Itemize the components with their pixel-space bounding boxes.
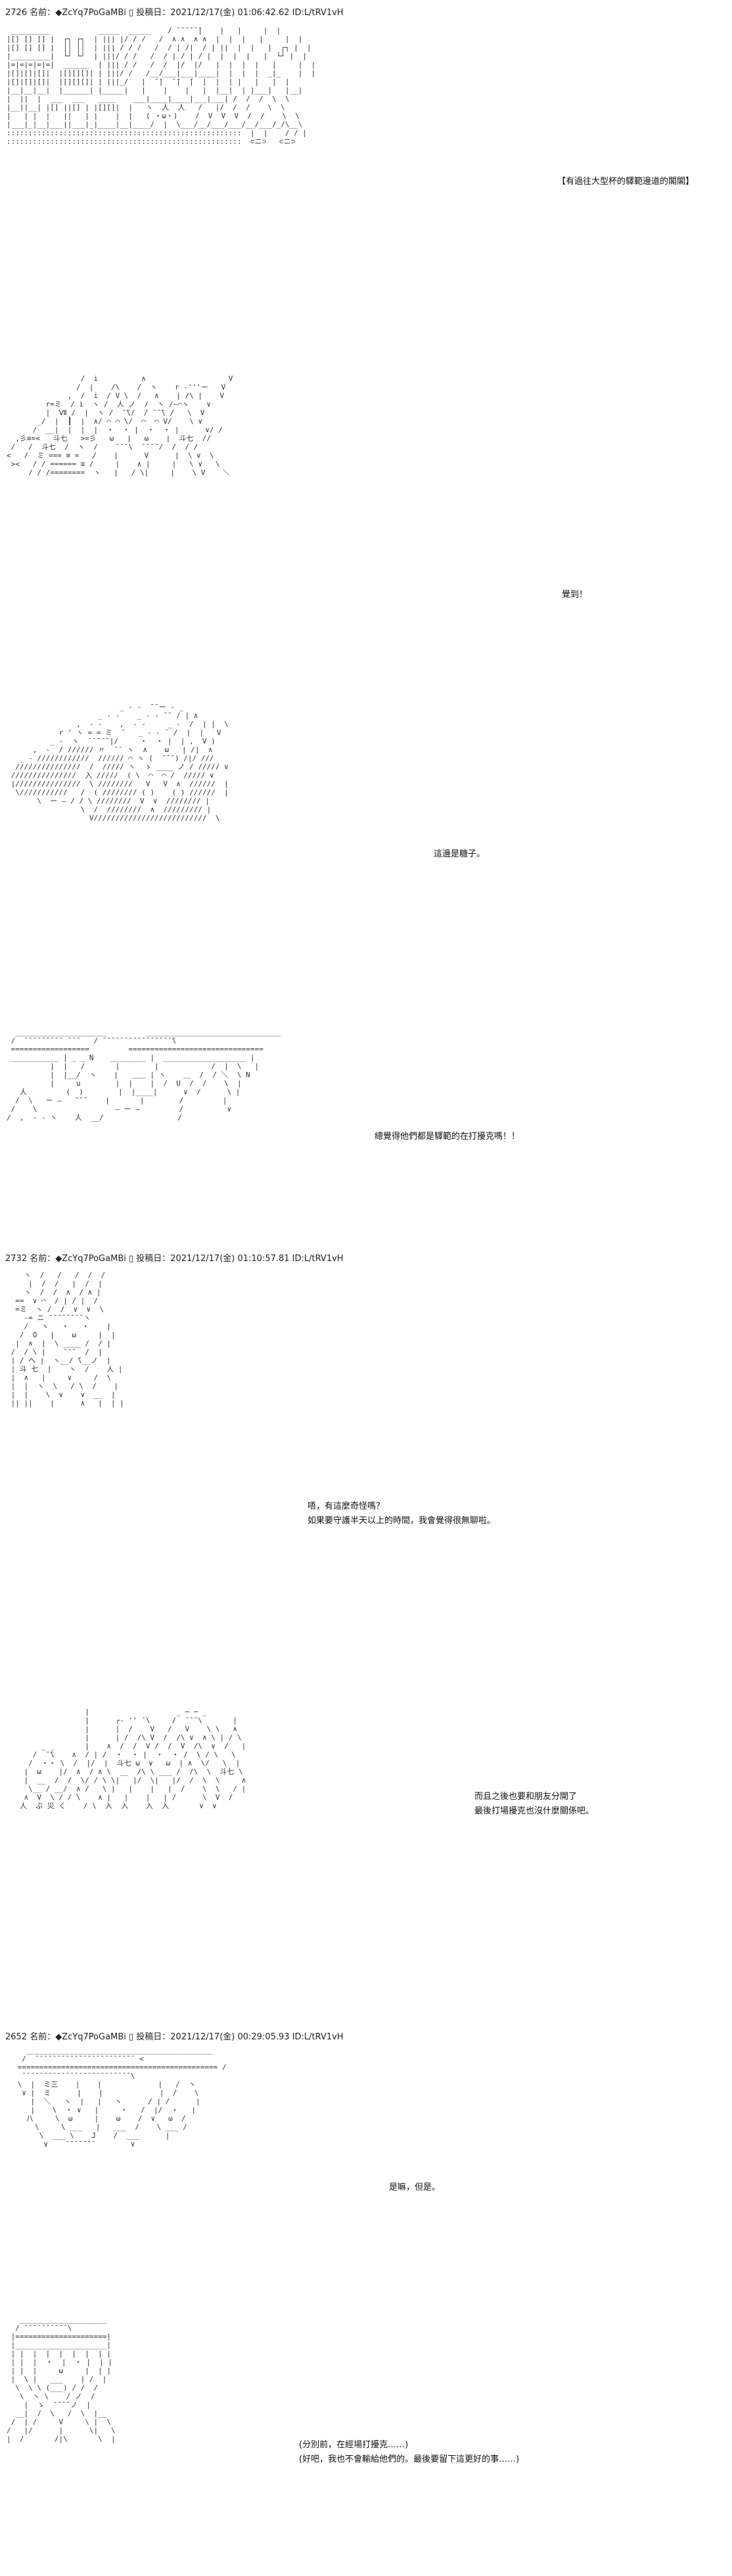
dialogue-panel-5: 唔，有這麼奇怪嗎？ 如果要守護半天以上的時間，我會覺得很無聊啦。 bbox=[308, 1499, 495, 1528]
dialogue-panel-2: 覺到！ bbox=[562, 588, 587, 602]
dialogue-line: 覺到！ bbox=[562, 590, 588, 600]
dialogue-line: (好吧，我也不會輸給他們的。最後要留下這更好的事……) bbox=[299, 2454, 520, 2464]
ascii-art-character: ヽ / / / / / | / / | / | ヽ / / ∧ / ∧ | ==… bbox=[11, 1271, 124, 1408]
dialogue-line: 最後打場擾克也沒什麼關係吧。 bbox=[474, 1806, 595, 1816]
dialogue-line: 是嘛，但是。 bbox=[389, 2183, 441, 2192]
ascii-art-characters: | _ ─ ─ _ | ┌‐ '' ̄ \ / ̄ ̄ ̄ \ | | | / … bbox=[19, 1708, 246, 1810]
ascii-art-character: ________________________________________… bbox=[17, 2046, 227, 2148]
dialogue-panel-4: 總覺得他們都是驛範的在打擾克嗎！！ bbox=[375, 1130, 520, 1144]
dialogue-panel-1: 【有過往大型杯的驛範邊道的閣閣】 bbox=[557, 175, 694, 189]
dialogue-line: (分別前，在經場打擾克……) bbox=[299, 2440, 409, 2450]
post-header: 2732 名前：◆ZcYq7PoGaMBi ▯ 投稿日：2021/12/17(金… bbox=[5, 1254, 344, 1264]
ascii-art-characters: _____________________ __________________… bbox=[7, 1028, 281, 1122]
dialogue-line: 如果要守護半天以上的時間，我會覺得很無聊啦。 bbox=[308, 1516, 496, 1526]
dialogue-panel-7: 是嘛，但是。 bbox=[389, 2181, 440, 2195]
ascii-art-characters: / i ∧ V / | /\ / ヽ r ‐'''ー V , / i / V \… bbox=[7, 374, 233, 477]
ascii-art-characters: _ - ‐ ̄ ̄ ー - _ _ - ‐ _ - ‐ ̄ ̄ / | ∧ , … bbox=[11, 703, 229, 822]
dialogue-line: 而且之後也要和朋友分開了 bbox=[474, 1792, 578, 1802]
dialogue-line: 【有過往大型杯的驛範邊道的閣閣】 bbox=[557, 177, 695, 187]
dialogue-panel-3: 這邊是糖子。 bbox=[434, 847, 485, 862]
dialogue-line: 總覺得他們都是驛範的在打擾克嗎！！ bbox=[375, 1132, 520, 1142]
dialogue-panel-6: 而且之後也要和朋友分開了 最後打場擾克也沒什麼關係吧。 bbox=[474, 1790, 594, 1819]
ascii-art-building: _________ _____ _____ / ̄ ̄ ̄ ̄ ̄ ̄| | |… bbox=[7, 26, 316, 146]
dialogue-panel-8: (分別前，在經場打擾克……) (好吧，我也不會輸給他們的。最後要留下這更好的事…… bbox=[299, 2438, 519, 2467]
post-header: 2652 名前：◆ZcYq7PoGaMBi ▯ 投稿日：2021/12/17(金… bbox=[5, 2032, 344, 2042]
dialogue-line: 這邊是糖子。 bbox=[434, 849, 486, 859]
ascii-art-character: ____________________ / ̄ ̄ ̄ ̄ ̄ ̄ ̄ ̄ ̄… bbox=[7, 2315, 116, 2443]
post-header: 2726 名前：◆ZcYq7PoGaMBi ▯ 投稿日：2021/12/17(金… bbox=[5, 8, 344, 18]
dialogue-line: 唔，有這麼奇怪嗎？ bbox=[308, 1501, 385, 1511]
